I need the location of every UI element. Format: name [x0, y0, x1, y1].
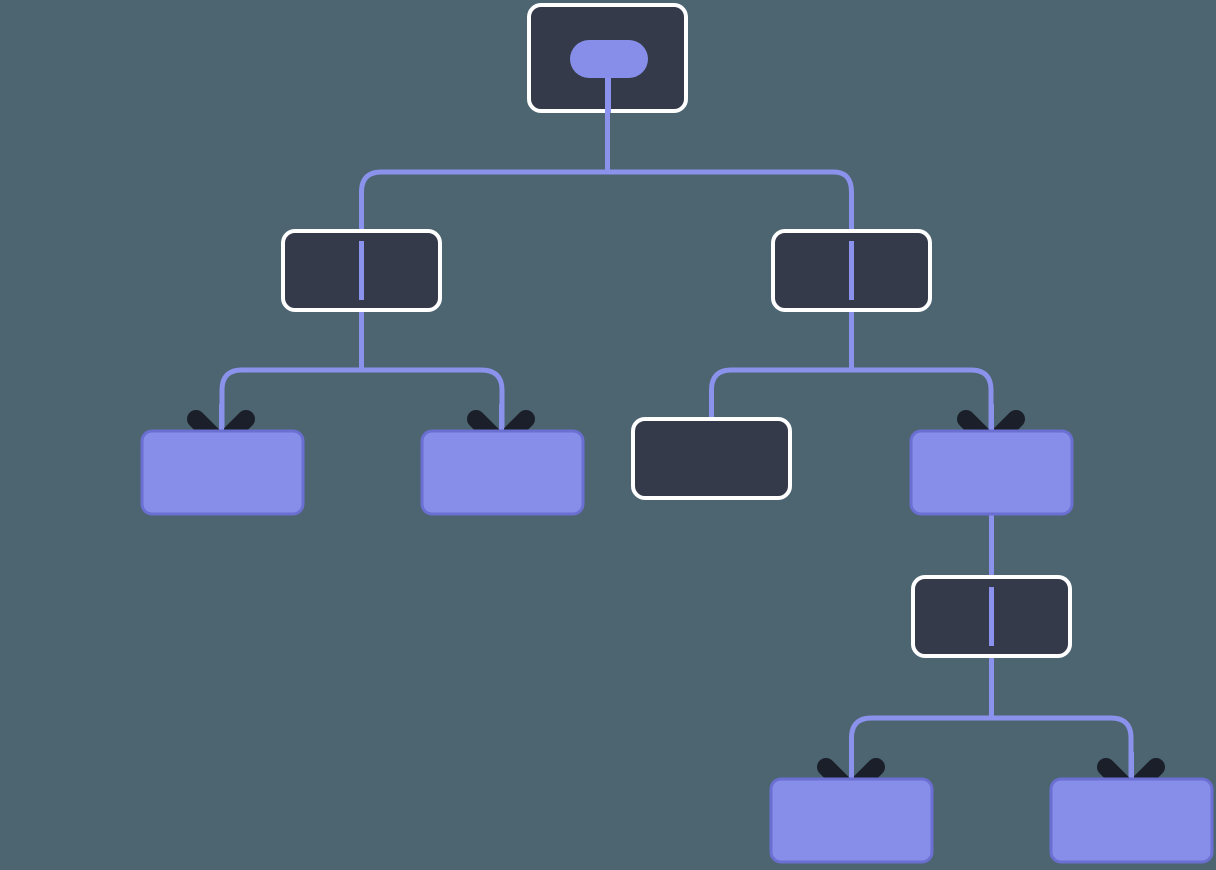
- node-leaf-e[interactable]: [1049, 777, 1214, 864]
- pass-through-line-icon: [359, 241, 364, 300]
- node-leaf-a[interactable]: [140, 429, 305, 516]
- edges-layer: [219, 108, 1134, 788]
- accent-nodes-layer: [140, 429, 1214, 864]
- node-leaf-c[interactable]: [909, 429, 1074, 516]
- edge-branch-left-to-leaves: [219, 312, 505, 440]
- node-root[interactable]: [527, 3, 688, 113]
- lollipop-head-icon: [570, 40, 648, 78]
- pass-through-line-icon: [849, 241, 854, 300]
- dark-nodes-layer: [281, 3, 1072, 658]
- edge-root-to-branches: [359, 108, 854, 229]
- node-branch-deep[interactable]: [911, 575, 1072, 658]
- edge-branch-right-to-children: [709, 312, 994, 440]
- lollipop-stem-icon: [605, 60, 611, 113]
- node-plain[interactable]: [631, 417, 792, 500]
- node-leaf-d[interactable]: [769, 777, 934, 864]
- edge-branch-deep-to-leaves: [849, 658, 1134, 788]
- pass-through-line-icon: [989, 587, 994, 646]
- node-leaf-b[interactable]: [420, 429, 585, 516]
- node-branch-right[interactable]: [771, 229, 932, 312]
- node-branch-left[interactable]: [281, 229, 442, 312]
